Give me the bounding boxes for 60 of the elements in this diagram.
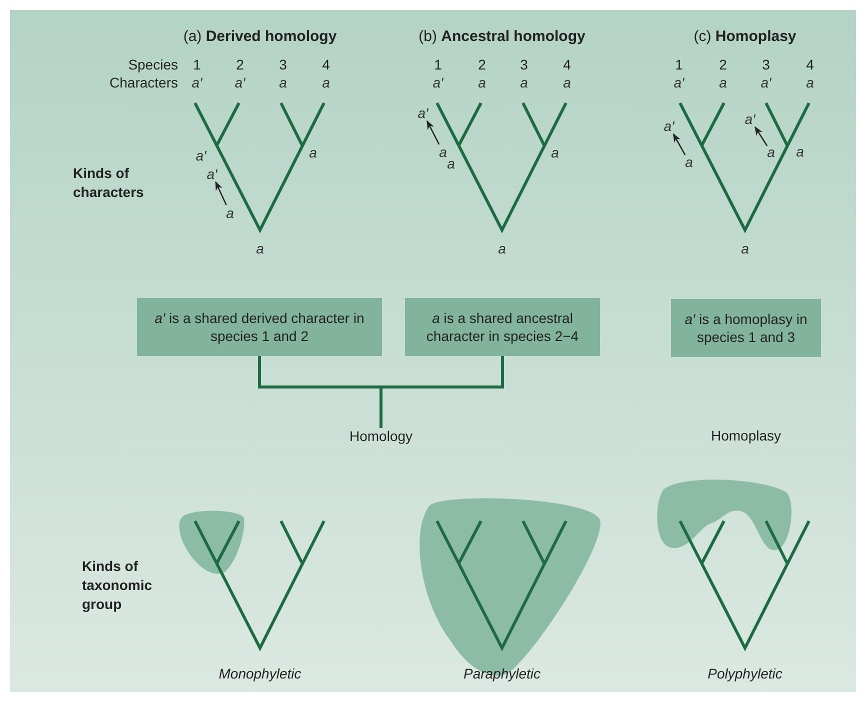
species-number: 2 xyxy=(719,56,727,74)
character-state: a xyxy=(309,144,317,162)
species-number: 4 xyxy=(322,56,330,74)
character-state: a xyxy=(478,74,486,92)
character-state: a xyxy=(322,74,330,92)
arrow xyxy=(754,126,768,146)
arrow xyxy=(672,133,686,156)
character-state: a xyxy=(796,142,804,162)
character-state: a xyxy=(226,205,234,221)
species-number: 2 xyxy=(236,56,244,74)
bracket-connector xyxy=(380,356,504,428)
species-number: 3 xyxy=(279,56,287,74)
character-state: a xyxy=(498,240,506,258)
row-heading: Species xyxy=(128,56,178,74)
character-state: a xyxy=(685,154,693,170)
character-state: a xyxy=(520,74,528,92)
character-state: a′ xyxy=(432,74,444,92)
character-state: a′ xyxy=(234,74,246,92)
character-state: a xyxy=(719,74,727,92)
character-state: a xyxy=(806,74,814,92)
species-number: 3 xyxy=(762,56,770,74)
character-state: a xyxy=(551,144,559,162)
species-number: 3 xyxy=(520,56,528,74)
character-state: a′ xyxy=(664,118,674,134)
character-state: a′ xyxy=(192,74,202,92)
character-state: a xyxy=(741,240,749,258)
panel-heading: (b) Ancestral homology xyxy=(418,26,586,47)
species-number: 4 xyxy=(563,56,571,74)
panel-heading: (c) Homoplasy xyxy=(694,26,796,47)
species-number: 1 xyxy=(675,56,683,74)
character-state: a′ xyxy=(206,166,218,182)
category-label: Homology xyxy=(349,428,413,444)
group-type-label: Polyphyletic xyxy=(708,664,782,684)
statement-box: a is a shared ancestral character in species 2−4 xyxy=(405,298,600,356)
species-number: 2 xyxy=(478,56,486,74)
row-heading: Characters xyxy=(110,74,178,92)
statement-box: a′ is a shared derived character in species 1 and 2 xyxy=(137,298,382,356)
character-state: a xyxy=(256,240,264,258)
character-state: a′ xyxy=(674,74,684,92)
character-state: a xyxy=(563,74,571,92)
group-type-label: Paraphyletic xyxy=(463,664,541,684)
panel-heading: (a) Derived homology xyxy=(183,26,337,47)
arrow xyxy=(215,181,227,206)
character-state: a xyxy=(279,74,287,92)
character-state: a′ xyxy=(744,111,756,127)
character-state: a xyxy=(447,154,455,174)
section-heading: Kinds of characters xyxy=(73,164,145,202)
character-state: a xyxy=(767,144,775,160)
species-number: 1 xyxy=(434,56,442,74)
species-number: 1 xyxy=(193,56,201,74)
arrow xyxy=(426,120,440,145)
species-number: 4 xyxy=(806,56,814,74)
category-label: Homoplasy xyxy=(710,426,782,446)
character-state: a′ xyxy=(418,105,428,121)
character-state: a′ xyxy=(760,74,772,92)
statement-box: a′ is a homoplasy in species 1 and 3 xyxy=(671,299,821,357)
group-type-label: Monophyletic xyxy=(218,664,302,684)
character-state: a′ xyxy=(196,146,206,166)
section-heading: Kinds of taxonomic group xyxy=(82,557,154,614)
character-state: a xyxy=(439,144,447,160)
